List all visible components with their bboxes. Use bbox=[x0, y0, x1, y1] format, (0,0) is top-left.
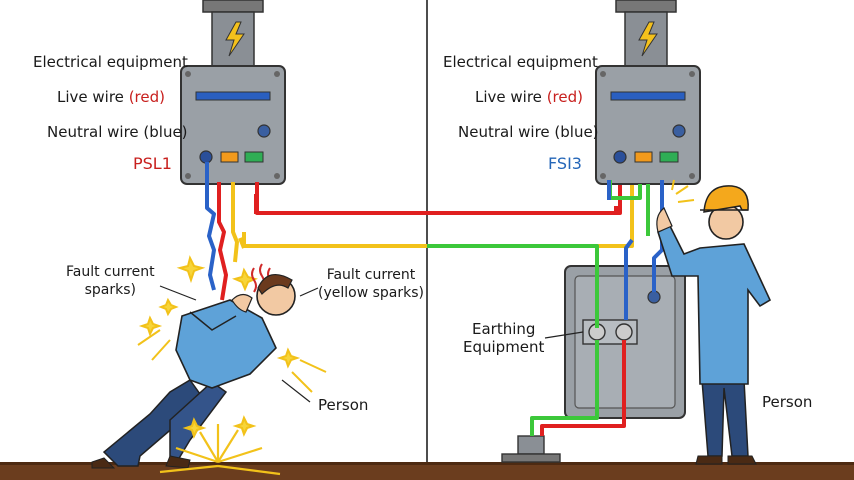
right-person-figure bbox=[656, 185, 772, 465]
earthing-equipment-label: Earthing Equipment bbox=[463, 320, 545, 356]
right-live-wire-label: Live wire (red) bbox=[475, 88, 583, 106]
left-live-suffix: (red) bbox=[128, 88, 165, 106]
ground-spark-icon bbox=[159, 415, 281, 476]
right-live-suffix: (red) bbox=[546, 88, 583, 106]
earth-rod bbox=[501, 435, 561, 463]
left-person-label: Person bbox=[318, 396, 369, 414]
left-equipment-label: Electrical equipment bbox=[33, 53, 188, 71]
small-spark-icon bbox=[671, 179, 695, 203]
right-live-prefix: Live wire bbox=[475, 88, 542, 106]
right-conduit bbox=[615, 0, 677, 69]
left-equipment-code: PSL1 bbox=[133, 154, 172, 173]
right-equipment-box bbox=[595, 65, 701, 185]
right-person-label: Person bbox=[762, 393, 813, 411]
lightning-bolt-icon bbox=[225, 21, 245, 57]
left-neutral-wire-label: Neutral wire (blue) bbox=[47, 123, 188, 141]
right-neutral-wire-label: Neutral wire (blue) bbox=[458, 123, 599, 141]
lightning-bolt-icon bbox=[638, 21, 658, 57]
left-live-prefix: Live wire bbox=[57, 88, 124, 106]
left-conduit bbox=[202, 0, 264, 69]
right-equipment-code: FSI3 bbox=[548, 154, 582, 173]
left-fault-yellow-label: Fault current (yellow sparks) bbox=[318, 267, 424, 301]
left-fault-sparks-label: Fault current sparks) bbox=[66, 264, 155, 298]
left-live-wire-label: Live wire (red) bbox=[57, 88, 165, 106]
left-person-figure bbox=[91, 273, 296, 469]
left-equipment-box bbox=[180, 65, 286, 185]
right-equipment-label: Electrical equipment bbox=[443, 53, 598, 71]
